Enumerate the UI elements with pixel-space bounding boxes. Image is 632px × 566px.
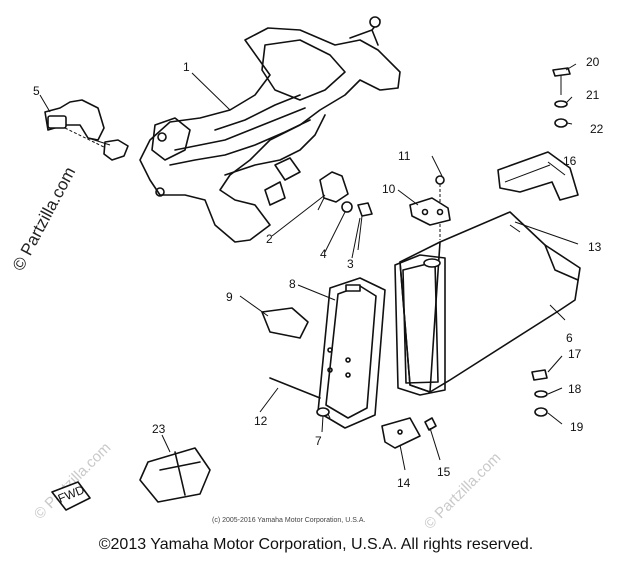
callout-11: 11 bbox=[398, 149, 411, 163]
callout-8: 8 bbox=[289, 277, 296, 291]
watermark-lower-left: © Partzilla.com bbox=[31, 439, 114, 522]
callout-7: 7 bbox=[315, 434, 322, 448]
label-part-9 bbox=[261, 307, 309, 339]
bolt-part-20 bbox=[552, 67, 571, 95]
damper-part-2 bbox=[317, 171, 349, 211]
callout-4: 4 bbox=[320, 247, 327, 261]
callout-13: 13 bbox=[588, 240, 602, 254]
stay-part-16 bbox=[497, 151, 579, 201]
forward-arrow-icon: FWD bbox=[51, 481, 91, 511]
washer-part-21 bbox=[554, 100, 568, 108]
clip-part-5 bbox=[44, 99, 129, 161]
grommet-part-7 bbox=[316, 407, 330, 417]
callout-2: 2 bbox=[266, 232, 273, 246]
holder-part-14 bbox=[381, 417, 421, 449]
washer-part-4 bbox=[341, 201, 353, 213]
callout-15: 15 bbox=[437, 465, 451, 479]
watermark-lower-right: © Partzilla.com bbox=[421, 449, 504, 532]
bracket-part-10 bbox=[409, 197, 451, 226]
footer-copyright: ©2013 Yamaha Motor Corporation, U.S.A. A… bbox=[98, 536, 534, 553]
callout-3: 3 bbox=[347, 257, 354, 271]
small-copyright: (c) 2005-2016 Yamaha Motor Corporation, … bbox=[212, 517, 365, 524]
callout-12: 12 bbox=[254, 414, 268, 428]
cover-part-8 bbox=[317, 277, 386, 429]
callout-23: 23 bbox=[152, 422, 166, 436]
callout-1: 1 bbox=[183, 60, 190, 74]
leader-lines bbox=[39, 63, 579, 471]
clip-part-15 bbox=[424, 417, 437, 431]
callout-9: 9 bbox=[226, 290, 233, 304]
collar-part-19 bbox=[534, 407, 548, 417]
callout-21: 21 bbox=[586, 88, 600, 102]
watermark-left: © Partzilla.com bbox=[9, 164, 80, 274]
rod-part-12 bbox=[269, 377, 321, 399]
box-part-6 bbox=[394, 211, 581, 396]
washer-part-18 bbox=[534, 390, 548, 398]
callout-17: 17 bbox=[568, 347, 582, 361]
callout-18: 18 bbox=[568, 382, 582, 396]
callout-16: 16 bbox=[563, 154, 577, 168]
tool-bag-part-23 bbox=[139, 447, 211, 503]
bolt-part-3 bbox=[357, 202, 373, 251]
callout-14: 14 bbox=[397, 476, 411, 490]
callout-19: 19 bbox=[570, 420, 584, 434]
callout-20: 20 bbox=[586, 55, 600, 69]
callout-5: 5 bbox=[33, 84, 40, 98]
bolt-part-17 bbox=[531, 369, 548, 381]
callout-22: 22 bbox=[590, 122, 604, 136]
callout-6: 6 bbox=[566, 331, 573, 345]
callout-10: 10 bbox=[382, 182, 396, 196]
frame-bracket-part-1 bbox=[139, 16, 401, 243]
collar-part-22 bbox=[554, 118, 568, 128]
